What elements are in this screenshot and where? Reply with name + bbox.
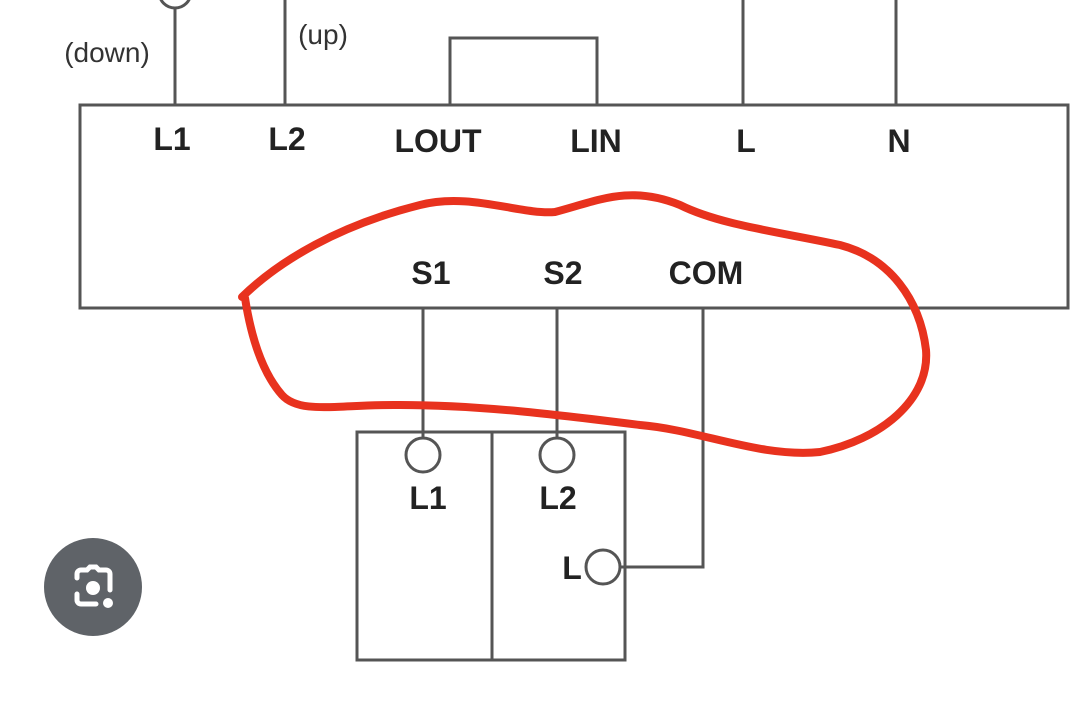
switch-terminal-circle [584, 548, 622, 586]
switch-input-label: S1 [411, 255, 450, 291]
terminal-label: L2 [268, 121, 305, 157]
switch-terminal-circle [404, 436, 442, 474]
wire-com [620, 308, 705, 569]
down-note: (down) [64, 37, 150, 68]
switch-terminal-label: L2 [539, 480, 576, 516]
terminal-label: L [736, 123, 756, 159]
switch-terminal-circle [538, 436, 576, 474]
terminal-label: LOUT [394, 123, 482, 159]
module-box [78, 103, 1070, 310]
top-terminal-circle [159, 0, 191, 10]
switch-input-label: COM [669, 255, 744, 291]
wire-lout-lin-jumper [448, 36, 599, 105]
red-annotation-circle [238, 191, 931, 457]
up-note: (up) [298, 19, 348, 50]
terminal-label: N [887, 123, 910, 159]
switch-terminal-label: L [562, 550, 582, 586]
terminal-label: LIN [570, 123, 622, 159]
switch-input-label: S2 [543, 255, 582, 291]
terminal-label: L1 [153, 121, 190, 157]
google-lens-button[interactable] [44, 538, 142, 636]
google-lens-icon [74, 564, 113, 608]
switch-terminal-label: L1 [409, 480, 446, 516]
